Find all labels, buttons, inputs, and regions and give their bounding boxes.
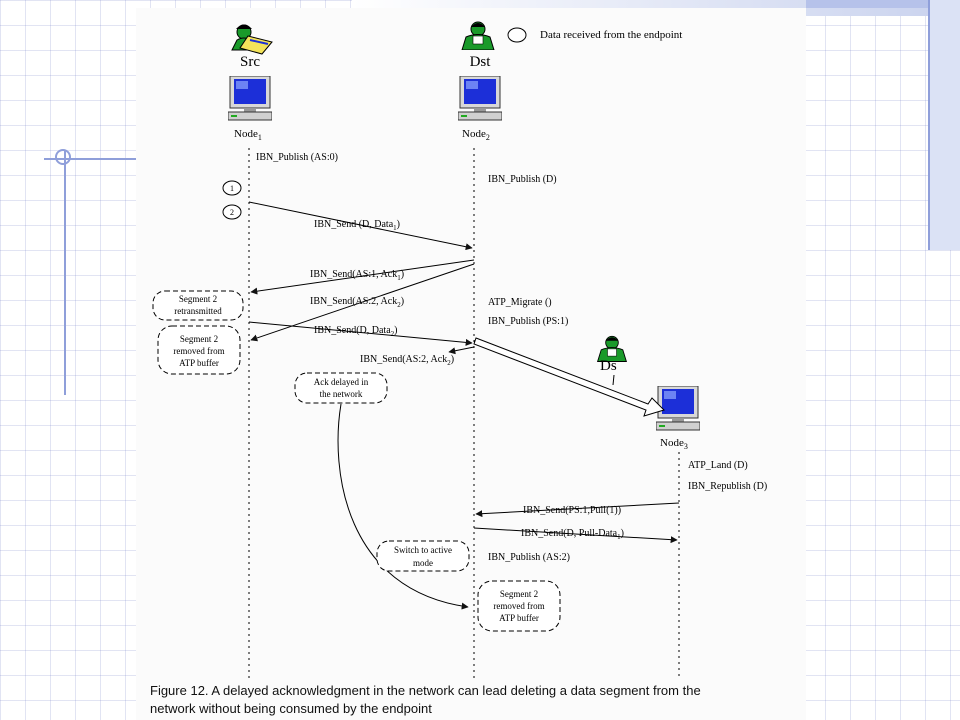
node1-monitor-icon [228,76,272,121]
note-ack-delayed [294,372,388,404]
arrow-send-pulldata [473,527,678,544]
svg-text:retransmitted: retransmitted [174,306,222,316]
msg-send-data1: IBN_Send (D, Data1) [314,219,400,232]
arrow-send-ack2-second [448,346,475,355]
note-segment2-retransmitted [152,290,244,321]
msg-republish: IBN_Republish (D) [688,481,767,492]
legend-oval-icon [507,27,527,43]
msg-send-data2: IBN_Send(D, Data2) [314,325,398,338]
svg-text:1: 1 [230,184,234,193]
msg-send-ack2-first: IBN_Send(AS:2, Ack2) [310,296,404,309]
svg-text:2: 2 [230,208,234,217]
arrow-send-ack2-first [250,263,475,342]
svg-text:removed from: removed from [493,601,544,611]
msg-atp-land: ATP_Land (D) [688,460,748,471]
node2-label: Node2 [462,128,490,142]
slide-right-decoration [930,0,960,250]
arrow-send-data2 [248,321,473,346]
svg-text:Segment 2: Segment 2 [180,334,218,344]
msg-send-pull: IBN_Send(PS:1,Pull(1)) [523,505,621,516]
svg-text:Segment 2: Segment 2 [500,589,538,599]
arrow-send-ack1 [250,259,475,295]
step-marker-1 [222,180,242,196]
dst-label: Dst [470,54,492,70]
step-marker-2 [222,204,242,220]
ds-label: Ds [600,358,617,374]
node3-label: Node3 [660,437,688,451]
src-label: Src [240,54,260,70]
src-user-icon [231,24,273,55]
msg-atp-migrate: ATP_Migrate () [488,297,552,308]
migration-arrow [473,337,665,417]
svg-text:Switch to active: Switch to active [394,545,452,555]
svg-text:Segment 2: Segment 2 [179,294,217,304]
caption-line-2: network without being consumed by the en… [150,701,432,716]
note-segment2-removed-src [157,325,241,375]
svg-text:removed from: removed from [173,346,224,356]
msg-publish-ps1: IBN_Publish (PS:1) [488,316,568,327]
svg-text:ATP buffer: ATP buffer [179,358,219,368]
arrow-delayed-ack [337,403,469,610]
arrow-send-pull [475,502,680,518]
caption-line-1: Figure 12. A delayed acknowledgment in t… [150,683,701,698]
svg-text:the network: the network [320,389,363,399]
figure-panel [136,8,806,720]
msg-publish-as0: IBN_Publish (AS:0) [256,152,338,163]
slide-right-decoration-line [928,0,930,250]
msg-send-ack2-second: IBN_Send(AS:2, Ack2) [360,354,454,367]
figure-caption: Figure 12. A delayed acknowledgment in t… [150,682,800,718]
msg-publish-d: IBN_Publish (D) [488,174,557,185]
slide-left-decoration-line [64,150,66,395]
slide-left-decoration-circle [55,149,71,165]
svg-text:Ack delayed in: Ack delayed in [314,377,369,387]
arrow-send-data1 [248,201,473,251]
legend-text: Data received from the endpoint [540,29,682,41]
msg-send-ack1: IBN_Send(AS:1, Ack1) [310,269,404,282]
node2-monitor-icon [458,76,502,121]
svg-text:mode: mode [413,558,433,568]
slide-left-decoration-crossbar [44,158,136,160]
msg-publish-as2: IBN_Publish (AS:2) [488,552,570,563]
node1-label: Node1 [234,128,262,142]
svg-text:ATP buffer: ATP buffer [499,613,539,623]
dst-user-icon [461,21,495,50]
note-segment2-removed-dst [477,580,561,632]
note-switch-active-mode [376,540,470,572]
msg-send-pulldata: IBN_Send(D, Pull-Data1) [521,528,624,541]
slide-top-decoration-strip [806,0,960,8]
